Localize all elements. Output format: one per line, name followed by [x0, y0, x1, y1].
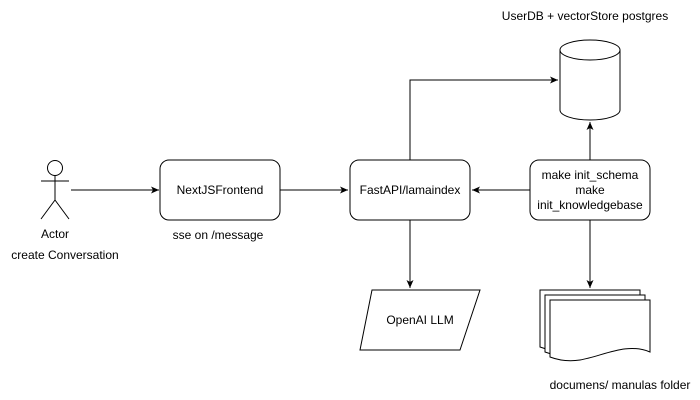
llm-label: OpenAI LLM	[386, 313, 453, 327]
backend-node[interactable]	[349, 159, 471, 221]
database-caption: UserDB + vectorStore postgres	[502, 9, 668, 23]
frontend-caption: sse on /message	[173, 228, 264, 242]
edge-backend-to-database	[409, 76, 558, 160]
documents-node[interactable]	[539, 289, 651, 362]
database-node[interactable]	[559, 39, 621, 121]
actor-figure[interactable]	[40, 160, 70, 220]
init-line-2: make	[575, 183, 605, 197]
documents-caption: documens/ manulas folder	[550, 378, 691, 392]
actor-label: Actor	[41, 227, 69, 241]
init-line-3: init_knowledgebase	[537, 198, 643, 212]
frontend-label: NextJSFrontend	[177, 183, 264, 197]
init-line-1: make init_schema	[542, 168, 639, 182]
frontend-node[interactable]	[159, 159, 281, 221]
actor-caption: create Conversation	[11, 248, 118, 262]
llm-node[interactable]	[359, 289, 481, 351]
backend-label: FastAPI/lamaindex	[360, 183, 461, 197]
init-node[interactable]	[529, 159, 651, 221]
edges	[71, 76, 594, 288]
